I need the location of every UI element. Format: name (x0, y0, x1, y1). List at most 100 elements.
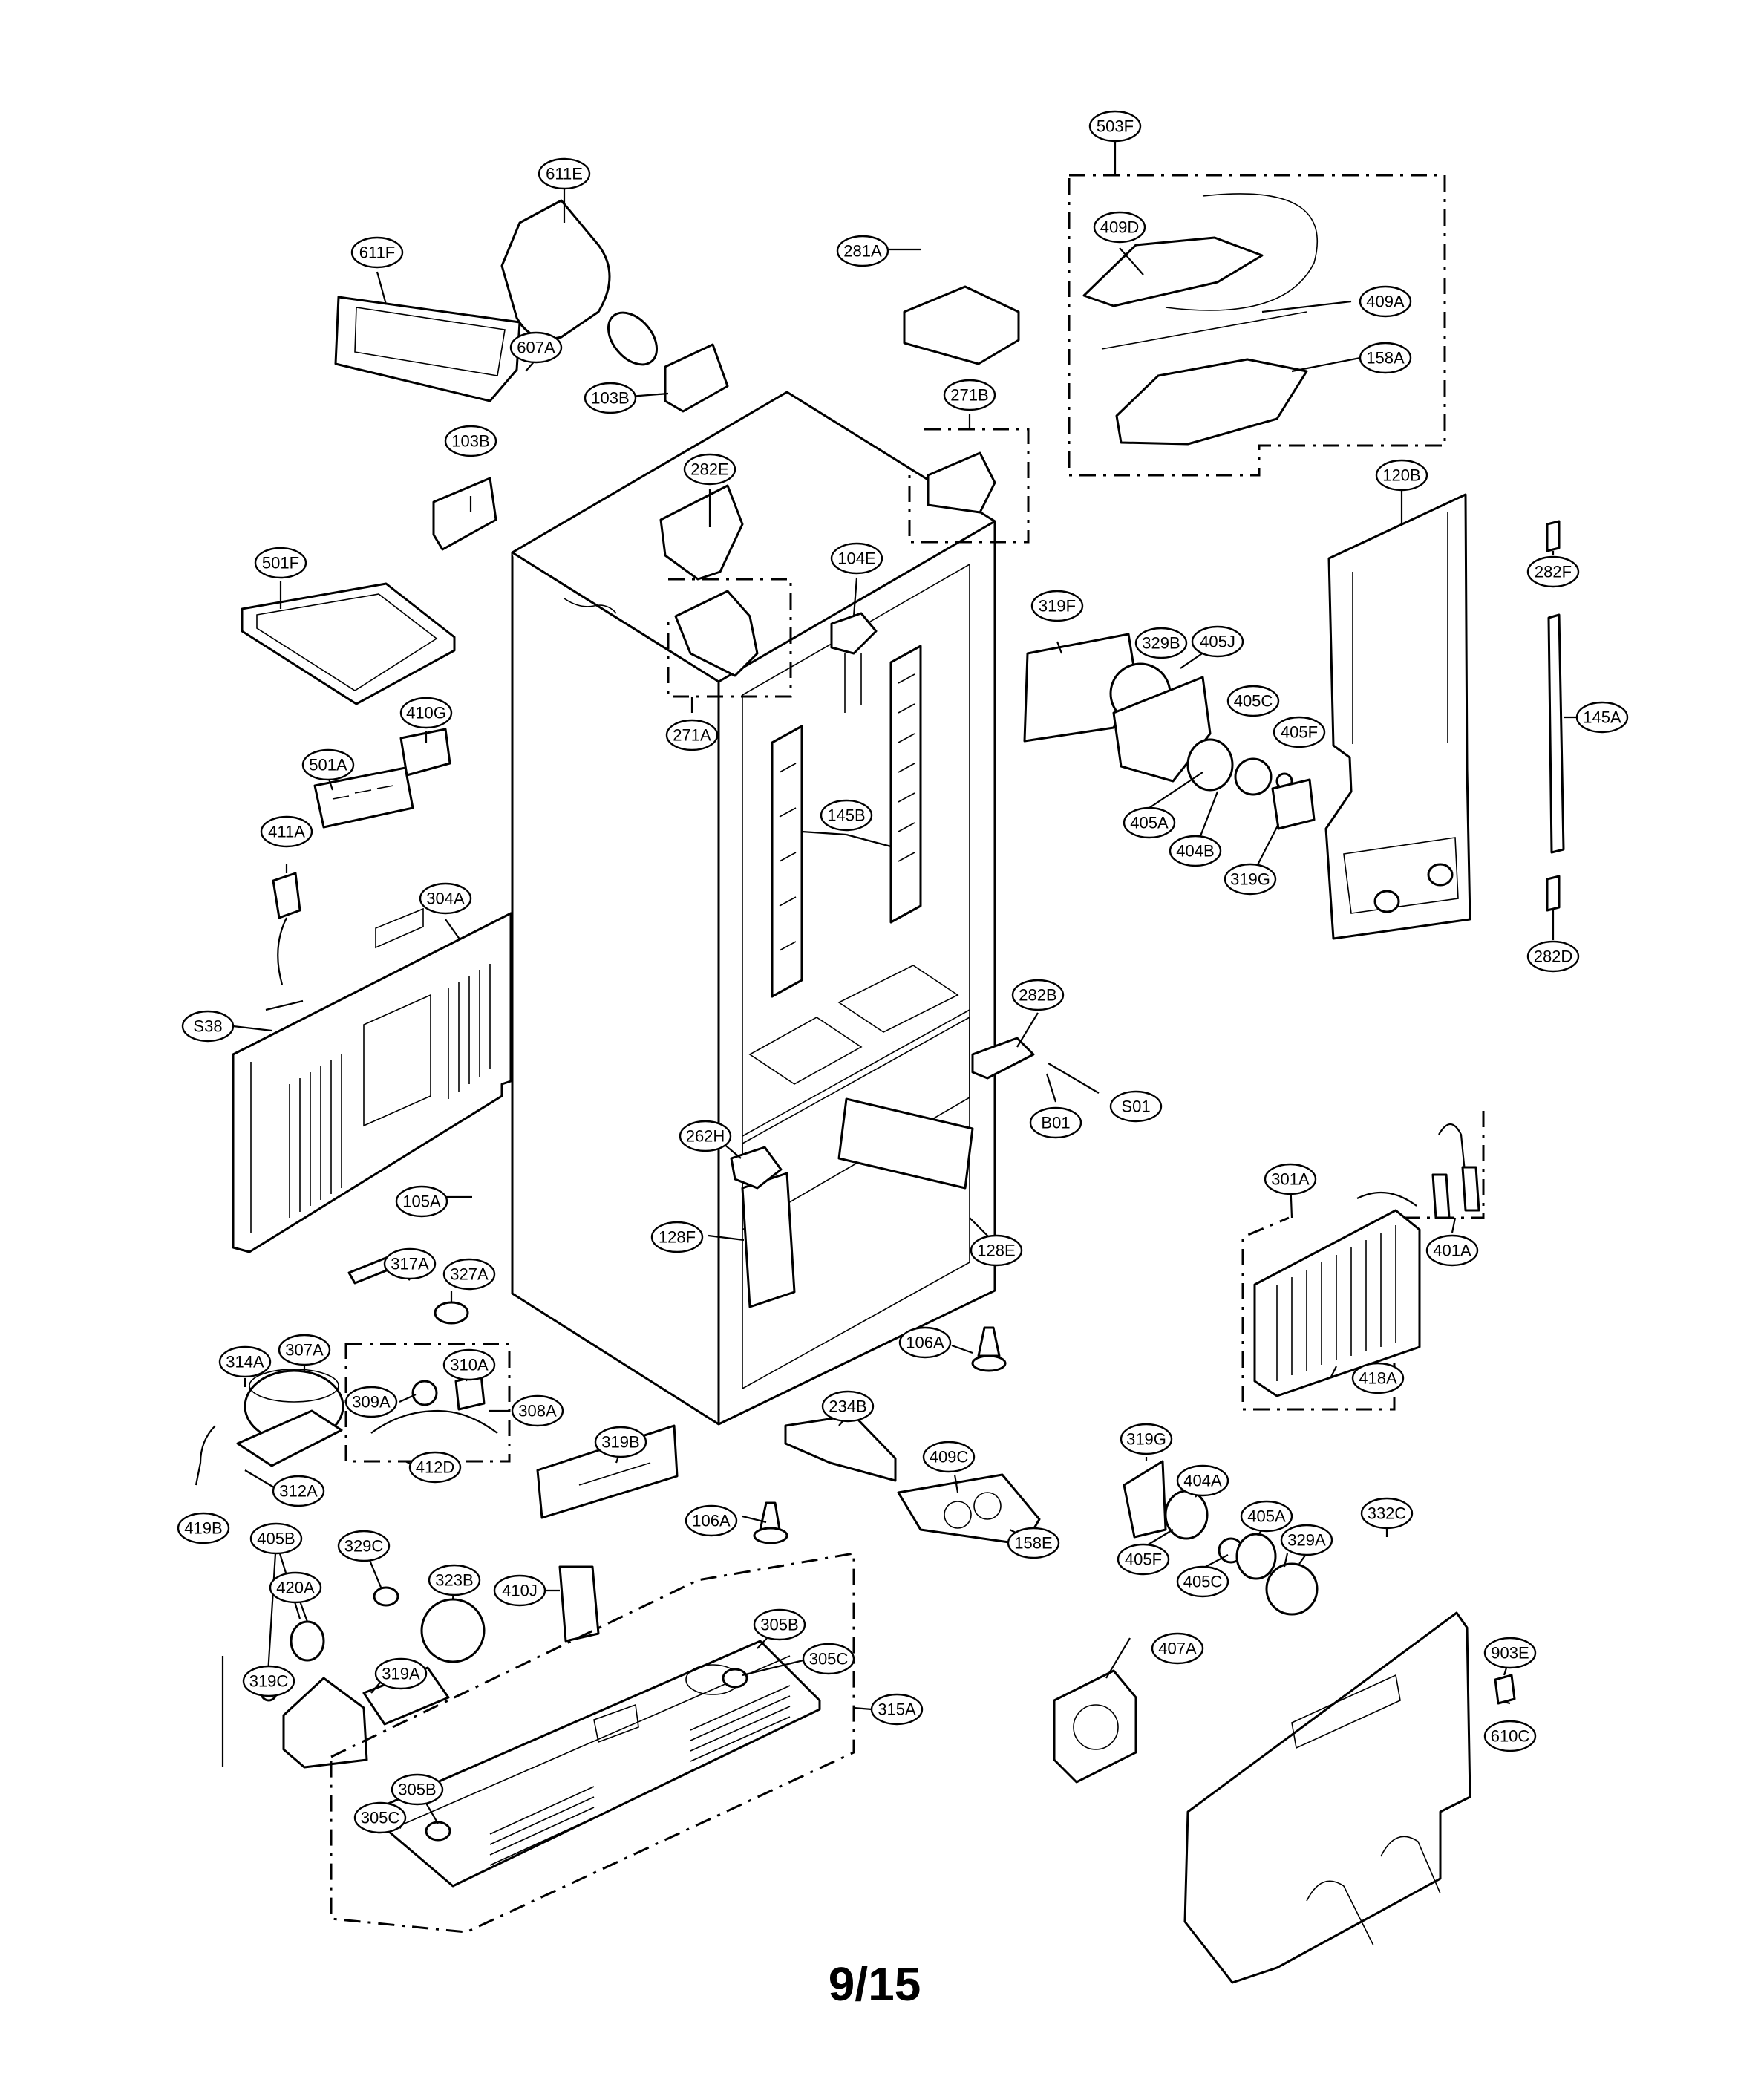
label-callout (1176, 1565, 1229, 1598)
part-number-text: 405J (1200, 633, 1235, 651)
part-number-text: 319A (382, 1665, 420, 1683)
part-number-text: 319B (601, 1433, 639, 1452)
label-callout (683, 453, 736, 486)
evaporator-cover-kit-drawing (1068, 174, 1446, 477)
label-callout (260, 815, 313, 848)
label-callout (383, 1247, 437, 1280)
top-left-components (241, 199, 729, 1011)
part-number-text: 282D (1534, 947, 1573, 966)
part-number-text: 281A (843, 242, 882, 261)
label-callout (272, 1475, 325, 1507)
base-plate-vents (489, 1685, 791, 1866)
line-art (195, 141, 1577, 1984)
label-callout (1359, 285, 1412, 318)
label-callout (1575, 701, 1629, 734)
label-callout (1093, 211, 1146, 244)
label-420a: 420A (269, 1571, 322, 1604)
part-number-text: 405A (1130, 814, 1169, 832)
part-number-text: 611F (359, 244, 396, 262)
part-number-text: 405F (1125, 1550, 1162, 1569)
label-callout (1088, 110, 1142, 143)
part-number-text: 418A (1359, 1369, 1397, 1388)
label-callout (821, 1390, 875, 1423)
part-number-text: B01 (1041, 1114, 1070, 1132)
label-callout (802, 1643, 855, 1675)
part-number-text: 145B (827, 806, 865, 825)
label-418a: 418A (1351, 1362, 1405, 1394)
part-number-text: 158E (1014, 1534, 1052, 1553)
label-callout (1226, 685, 1280, 717)
label-305b-lower: 305B (391, 1773, 444, 1806)
label-405a-lower: 405A (1240, 1500, 1293, 1533)
label-104e: 104E (830, 542, 883, 575)
part-number-text: 503F (1097, 117, 1134, 136)
label-611f: 611F (350, 236, 404, 269)
label-s38: S38 (181, 1010, 235, 1043)
part-number-text: 271B (950, 386, 988, 405)
label-411a: 411A (260, 815, 313, 848)
shelf-rail-slots (779, 673, 915, 951)
label-308a: 308A (511, 1394, 564, 1427)
label-callout (1375, 459, 1428, 492)
label-callout (820, 799, 873, 832)
part-number-text: 405B (257, 1530, 295, 1548)
label-callout (353, 1801, 407, 1834)
part-number-text: 234B (829, 1397, 866, 1416)
part-number-text: 307A (285, 1341, 324, 1360)
label-s01: S01 (1109, 1090, 1163, 1123)
part-number-text: 501F (262, 554, 299, 573)
label-317a: 317A (383, 1247, 437, 1280)
label-callout (870, 1693, 924, 1726)
label-409a: 409A (1359, 285, 1412, 318)
part-number-text: 329A (1287, 1531, 1326, 1550)
label-410g: 410G (399, 697, 453, 729)
part-number-text: 501A (309, 756, 347, 774)
label-callout (511, 1394, 564, 1427)
part-number-text: 610C (1491, 1727, 1530, 1746)
part-number-text: 410G (406, 704, 446, 722)
label-282b: 282B (1011, 979, 1065, 1011)
label-callout (1169, 835, 1222, 867)
part-number-text: 319G (1126, 1430, 1166, 1449)
part-number-text: 419B (184, 1519, 222, 1538)
label-305c-lower: 305C (353, 1801, 407, 1834)
label-128f: 128F (650, 1221, 704, 1253)
label-271b: 271B (943, 379, 996, 411)
part-number-text: 409A (1366, 293, 1405, 311)
label-callout (1123, 806, 1176, 839)
part-number-text: 315A (878, 1700, 916, 1719)
label-callout (399, 697, 453, 729)
part-number-text: 319C (249, 1672, 289, 1691)
label-282f: 282F (1526, 555, 1580, 588)
label-callout (374, 1657, 428, 1690)
label-106a-lower: 106A (685, 1504, 738, 1537)
label-607a: 607A (509, 331, 563, 364)
label-282d: 282D (1526, 940, 1580, 973)
label-callout (943, 379, 996, 411)
label-callout (753, 1608, 806, 1641)
part-number-text: 128E (977, 1242, 1015, 1260)
part-number-text: 327A (450, 1265, 489, 1284)
part-number-text: 104E (837, 549, 875, 568)
label-callout (1134, 627, 1188, 659)
label-120b: 120B (1375, 459, 1428, 492)
label-281a: 281A (836, 235, 889, 267)
part-number-text: 412D (416, 1458, 455, 1477)
evaporator-fins (1276, 1225, 1396, 1381)
label-234b: 234B (821, 1390, 875, 1423)
label-callout (970, 1234, 1023, 1267)
label-145a: 145A (1575, 701, 1629, 734)
label-callout (830, 542, 883, 575)
label-callout (177, 1512, 230, 1544)
part-number-text: 304A (426, 890, 465, 908)
label-304a: 304A (419, 882, 472, 915)
label-callout (1176, 1464, 1229, 1497)
fan-shroud-drawing (1023, 633, 1316, 830)
label-callout (665, 719, 719, 751)
part-number-text: 145A (1583, 708, 1621, 727)
label-158e: 158E (1007, 1527, 1060, 1559)
part-number-text: 314A (226, 1353, 264, 1371)
part-number-text: 411A (268, 823, 305, 841)
part-number-text: 271A (673, 726, 711, 745)
